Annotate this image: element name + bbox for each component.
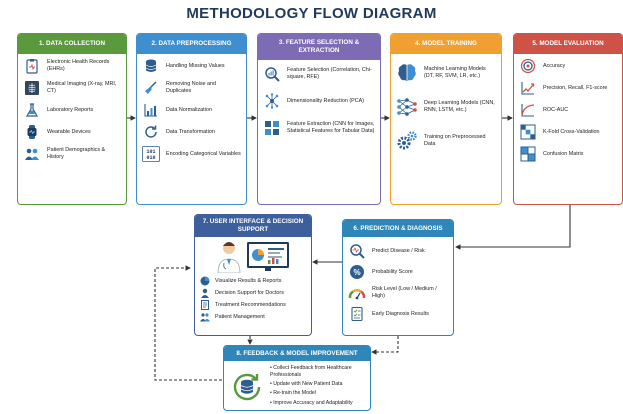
arrow-5-6 (455, 205, 571, 250)
list-item: Accuracy (519, 57, 618, 75)
list-item: Data Normalization (142, 101, 242, 119)
flask-icon (23, 101, 41, 119)
list-item: K-Fold Cross-Validation (519, 123, 618, 141)
stage-model-training: 4. MODEL TRAINING Machine Learning Model… (390, 33, 502, 205)
stage-feature-selection: 3. FEATURE SELECTION & EXTRACTION Featur… (257, 33, 381, 205)
watch-icon (23, 123, 41, 141)
stage-user-interface: 7. USER INTERFACE & DECISION SUPPORT Vis… (194, 214, 312, 336)
list-item: ROC-AUC (519, 101, 618, 119)
team-icon (200, 312, 210, 322)
list-item: Early Diagnosis Results (348, 305, 449, 323)
clipboard-icon (23, 57, 41, 75)
list-item: Deep Learning Models (CNN, RNN, LSTM, et… (396, 96, 497, 118)
list-item: Treatment Recommendations (200, 300, 307, 310)
stage-prediction-diagnosis: 6. PREDICTION & DIAGNOSIS Predict Diseas… (342, 219, 454, 336)
stage-header: 5. MODEL EVALUATION (514, 34, 622, 54)
person-icon (200, 288, 210, 298)
people-icon (23, 145, 41, 163)
roc-curve-icon (519, 101, 537, 119)
list-item: Machine Learning Models (DT, RF, SVM, LR… (396, 62, 497, 84)
stage-data-collection: 1. DATA COLLECTION Electronic Health Rec… (17, 33, 127, 205)
trend-chart-icon (519, 79, 537, 97)
list-item: Precision, Recall, F1-score (519, 79, 618, 97)
diagram-title: METHODOLOGY FLOW DIAGRAM (186, 5, 437, 22)
stage-header: 8. FEEDBACK & MODEL IMPROVEMENT (224, 346, 370, 361)
pie-icon (200, 276, 210, 286)
list-item: Training on Preprocessed Data (396, 130, 497, 152)
stage-header: 4. MODEL TRAINING (391, 34, 501, 54)
stage-header: 2. DATA PREPROCESSING (137, 34, 246, 54)
feedback-item: Improve Accuracy and Adaptability (270, 400, 366, 407)
stage-header: 7. USER INTERFACE & DECISION SUPPORT (195, 215, 311, 237)
stage-header: 6. PREDICTION & DIAGNOSIS (343, 220, 453, 237)
list-item: Feature Extraction (CNN for Images, Stat… (263, 119, 376, 137)
gears-icon (396, 130, 418, 152)
list-item: Handling Missing Values (142, 57, 242, 75)
grid-icon (263, 119, 281, 137)
list-item: Predict Disease / Risk (348, 242, 449, 260)
list-item: Removing Noise and Duplicates (142, 79, 242, 97)
feedback-item: Update with New Patient Data (270, 381, 366, 388)
list-item: Laboratory Reports (23, 101, 122, 119)
list-item: Risk Level (Low / Medium / High) (348, 284, 449, 302)
list-item: Confusion Matrix (519, 145, 618, 163)
stage-feedback-improvement: 8. FEEDBACK & MODEL IMPROVEMENT Collect … (223, 345, 371, 411)
feedback-item: Re-train the Model (270, 390, 366, 397)
doctor-dashboard-illustration (195, 237, 311, 273)
target-icon (519, 57, 537, 75)
list-item: Dimensionality Reduction (PCA) (263, 92, 376, 110)
document-icon (200, 300, 210, 310)
feedback-item: Collect Feedback from Healthcare Profess… (270, 365, 366, 379)
doctor-monitor-icon (217, 242, 289, 273)
neural-net-icon (396, 96, 418, 118)
list-item: Electronic Health Records (EHRs) (23, 57, 122, 75)
list-item: Patient Management (200, 312, 307, 322)
kfold-icon (519, 123, 537, 141)
list-item: Decision Support for Doctors (200, 288, 307, 298)
list-item: Feature Selection (Correlation, Chi-squa… (263, 65, 376, 83)
broom-icon (142, 79, 160, 97)
stage-header: 3. FEATURE SELECTION & EXTRACTION (258, 34, 380, 60)
gauge-icon (348, 284, 366, 302)
stage-data-preprocessing: 2. DATA PREPROCESSING Handling Missing V… (136, 33, 247, 205)
magnifier-chart-icon (263, 65, 281, 83)
list-item: Wearable Devices (23, 123, 122, 141)
xray-icon (23, 79, 41, 97)
list-item: Medical Imaging (X-ray, MRI, CT) (23, 79, 122, 97)
list-item: Data Transformation (142, 123, 242, 141)
stage-header: 1. DATA COLLECTION (18, 34, 126, 54)
cycle-icon (142, 123, 160, 141)
network-icon (263, 92, 281, 110)
svg-text:101: 101 (146, 149, 155, 155)
database-refresh-icon (230, 370, 264, 404)
checklist-icon (348, 305, 366, 323)
brain-icon (396, 62, 418, 84)
database-icon (142, 57, 160, 75)
list-item: Patient Demographics & History (23, 145, 122, 163)
list-item: %Probability Score (348, 263, 449, 281)
arrow-6-8 (371, 336, 399, 355)
magnifier-pulse-icon (348, 242, 366, 260)
list-item: Visualize Results & Reports (200, 276, 307, 286)
percent-icon: % (348, 263, 366, 281)
svg-text:%: % (353, 268, 360, 277)
matrix-icon (519, 145, 537, 163)
bar-chart-icon (142, 101, 160, 119)
svg-text:010: 010 (146, 155, 155, 161)
stage-model-evaluation: 5. MODEL EVALUATION Accuracy Precision, … (513, 33, 623, 205)
